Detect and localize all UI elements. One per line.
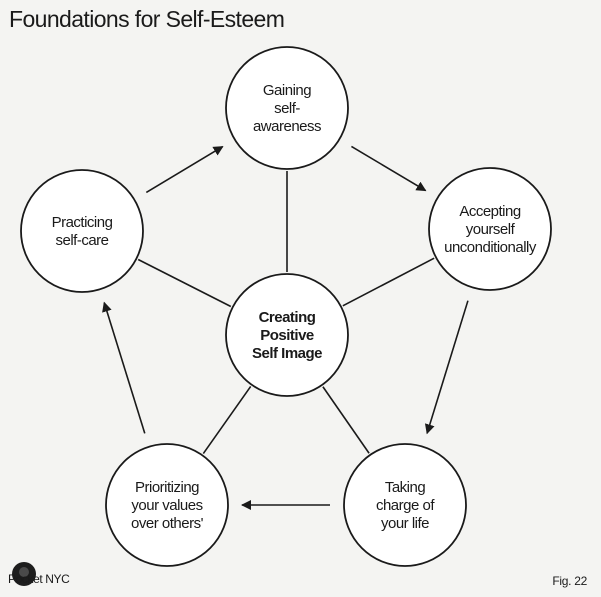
node-circles: Gainingself-awarenessAcceptingyourselfun…: [20, 46, 552, 567]
arrow-practicing-self-care-to-gaining-self-awareness: [145, 145, 224, 194]
spoke-to-prioritizing-values: [202, 386, 252, 454]
node-practicing-self-care-label: self-care: [55, 232, 108, 249]
node-taking-charge-label: your life: [381, 515, 429, 532]
node-accepting-yourself-circle: [428, 167, 552, 291]
node-taking-charge-label: Taking: [385, 479, 426, 496]
node-taking-charge-circle: [343, 443, 467, 567]
center-node-creating-positive-self-image-label: Self Image: [252, 345, 322, 362]
node-accepting-yourself-label: Accepting: [459, 203, 521, 220]
node-practicing-self-care-label: Practicing: [52, 214, 113, 231]
figure-number: Fig. 22: [552, 574, 587, 588]
node-prioritizing-values-label: Prioritizing: [135, 479, 199, 496]
node-practicing-self-care-circle: [20, 169, 144, 293]
spoke-to-accepting-yourself: [342, 257, 435, 307]
node-gaining-self-awareness-circle: [225, 46, 349, 170]
node-gaining-self-awareness-label: awareness: [253, 118, 321, 135]
spoke-to-taking-charge: [322, 386, 370, 454]
arrow-gaining-self-awareness-to-accepting-yourself: [351, 145, 427, 192]
center-node-creating-positive-self-image-label: Creating: [259, 309, 316, 326]
cycle-arrows: [102, 145, 469, 510]
avatar-icon: [12, 562, 36, 586]
spoke-to-practicing-self-care: [137, 258, 232, 308]
center-node-creating-positive-self-image-label: Positive: [260, 327, 314, 344]
node-gaining-self-awareness-label: Gaining: [263, 82, 311, 99]
node-accepting-yourself-label: yourself: [466, 221, 516, 238]
spoke-lines: [137, 171, 435, 454]
arrow-accepting-yourself-to-taking-charge: [424, 300, 469, 435]
node-prioritizing-values-circle: [105, 443, 229, 567]
node-prioritizing-values-label: your values: [131, 497, 202, 514]
node-gaining-self-awareness-label: self-: [274, 100, 300, 117]
arrow-prioritizing-values-to-practicing-self-care: [102, 301, 146, 434]
node-prioritizing-values-label: over others': [131, 515, 204, 532]
footer-credit: Pocket NYC: [8, 572, 70, 586]
page-title: Foundations for Self-Esteem: [9, 6, 285, 32]
center-node-creating-positive-self-image-circle: [225, 273, 349, 397]
node-accepting-yourself-label: unconditionally: [444, 239, 537, 256]
node-taking-charge-label: charge of: [376, 497, 435, 514]
